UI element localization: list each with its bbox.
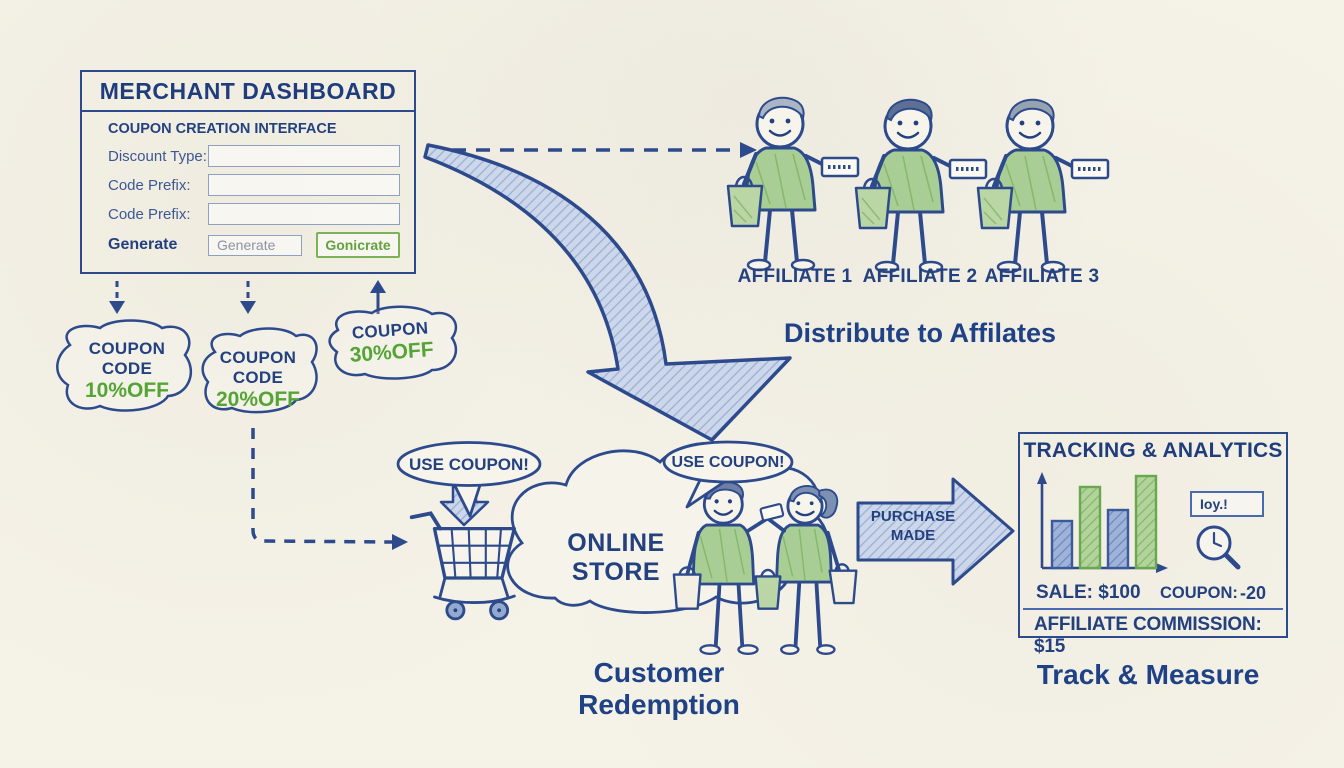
purchase-arrow-shape [856, 477, 1015, 586]
report-field[interactable]: Ioy.! [1190, 491, 1264, 517]
speech-bubble-customers [662, 440, 794, 509]
page-title: MERCHANT DASHBOARD [82, 72, 414, 112]
coupon-30-off: COUPON 30%OFF [348, 318, 435, 367]
merchant-dashboard-panel: MERCHANT DASHBOARD COUPON CREATION INTER… [80, 70, 416, 274]
discount-type-label: Discount Type: [108, 147, 207, 165]
coupon-10-off: COUPON CODE 10%OFF [84, 339, 170, 402]
coupon-creation-heading: COUPON CREATION INTERFACE [108, 121, 337, 137]
affiliate-1-label: AFFILIATE 1 [737, 266, 853, 287]
tracking-title: TRACKING & ANALYTICS [1023, 439, 1283, 462]
speech-bubble-cart [396, 441, 542, 518]
discount-type-input[interactable] [208, 145, 400, 167]
magnifier-clock-icon [1196, 525, 1241, 570]
online-store-label: ONLINE STORE [567, 529, 665, 586]
track-measure-caption: Track & Measure [1036, 659, 1260, 690]
use-coupon-bubble-1-text: USE COUPON! [409, 455, 529, 474]
mini-bar-chart [1037, 472, 1168, 573]
code-prefix-label: Code Prefix: [108, 176, 191, 194]
affiliate-2-label: AFFILIATE 2 [862, 266, 978, 287]
commission-value: AFFILIATE COMMISSION: $15 [1034, 614, 1262, 657]
down-arrow-icon [240, 281, 256, 314]
generate-button[interactable]: Gonicrate [316, 232, 400, 258]
use-coupon-bubble-2-text: USE COUPON! [671, 454, 785, 471]
sale-value: SALE: $100 [1036, 582, 1141, 603]
code-prefix-input-2[interactable] [208, 203, 400, 225]
affiliate-3-label: AFFILIATE 3 [984, 266, 1100, 287]
code-prefix-label-2: Code Prefix: [108, 205, 191, 223]
coupon-blob-2-outline [201, 327, 318, 414]
dashed-arrow-to-affiliates [428, 142, 757, 158]
down-arrow-icon [109, 281, 125, 314]
coupon-label: COUPON: [1160, 584, 1238, 602]
curved-arrow [423, 143, 792, 442]
customer-redemption-caption: Customer Redemption [578, 657, 740, 720]
coupon-blob-3-outline [328, 305, 458, 380]
generate-label: Generate [108, 236, 178, 253]
tracking-analytics-panel: TRACKING & ANALYTICS Ioy.! SALE: $100 CO… [1018, 432, 1288, 657]
purchase-made-label: PURCHASE MADE [870, 508, 956, 544]
coupon-value: -20 [1240, 583, 1267, 603]
shopping-cart [409, 511, 516, 621]
coupon-20-off: COUPON CODE 20%OFF [215, 348, 301, 411]
affiliate-figure-3 [976, 97, 1110, 274]
distribute-caption: Distribute to Affilates [783, 318, 1057, 348]
coupon-blob-1-outline [56, 319, 193, 412]
affiliate-figure-2 [854, 97, 988, 274]
affiliate-figure-1 [726, 95, 860, 272]
generate-input[interactable] [208, 234, 302, 256]
dashed-arrow-to-cart [251, 428, 408, 550]
divider [1023, 608, 1283, 610]
code-prefix-input[interactable] [208, 174, 400, 196]
